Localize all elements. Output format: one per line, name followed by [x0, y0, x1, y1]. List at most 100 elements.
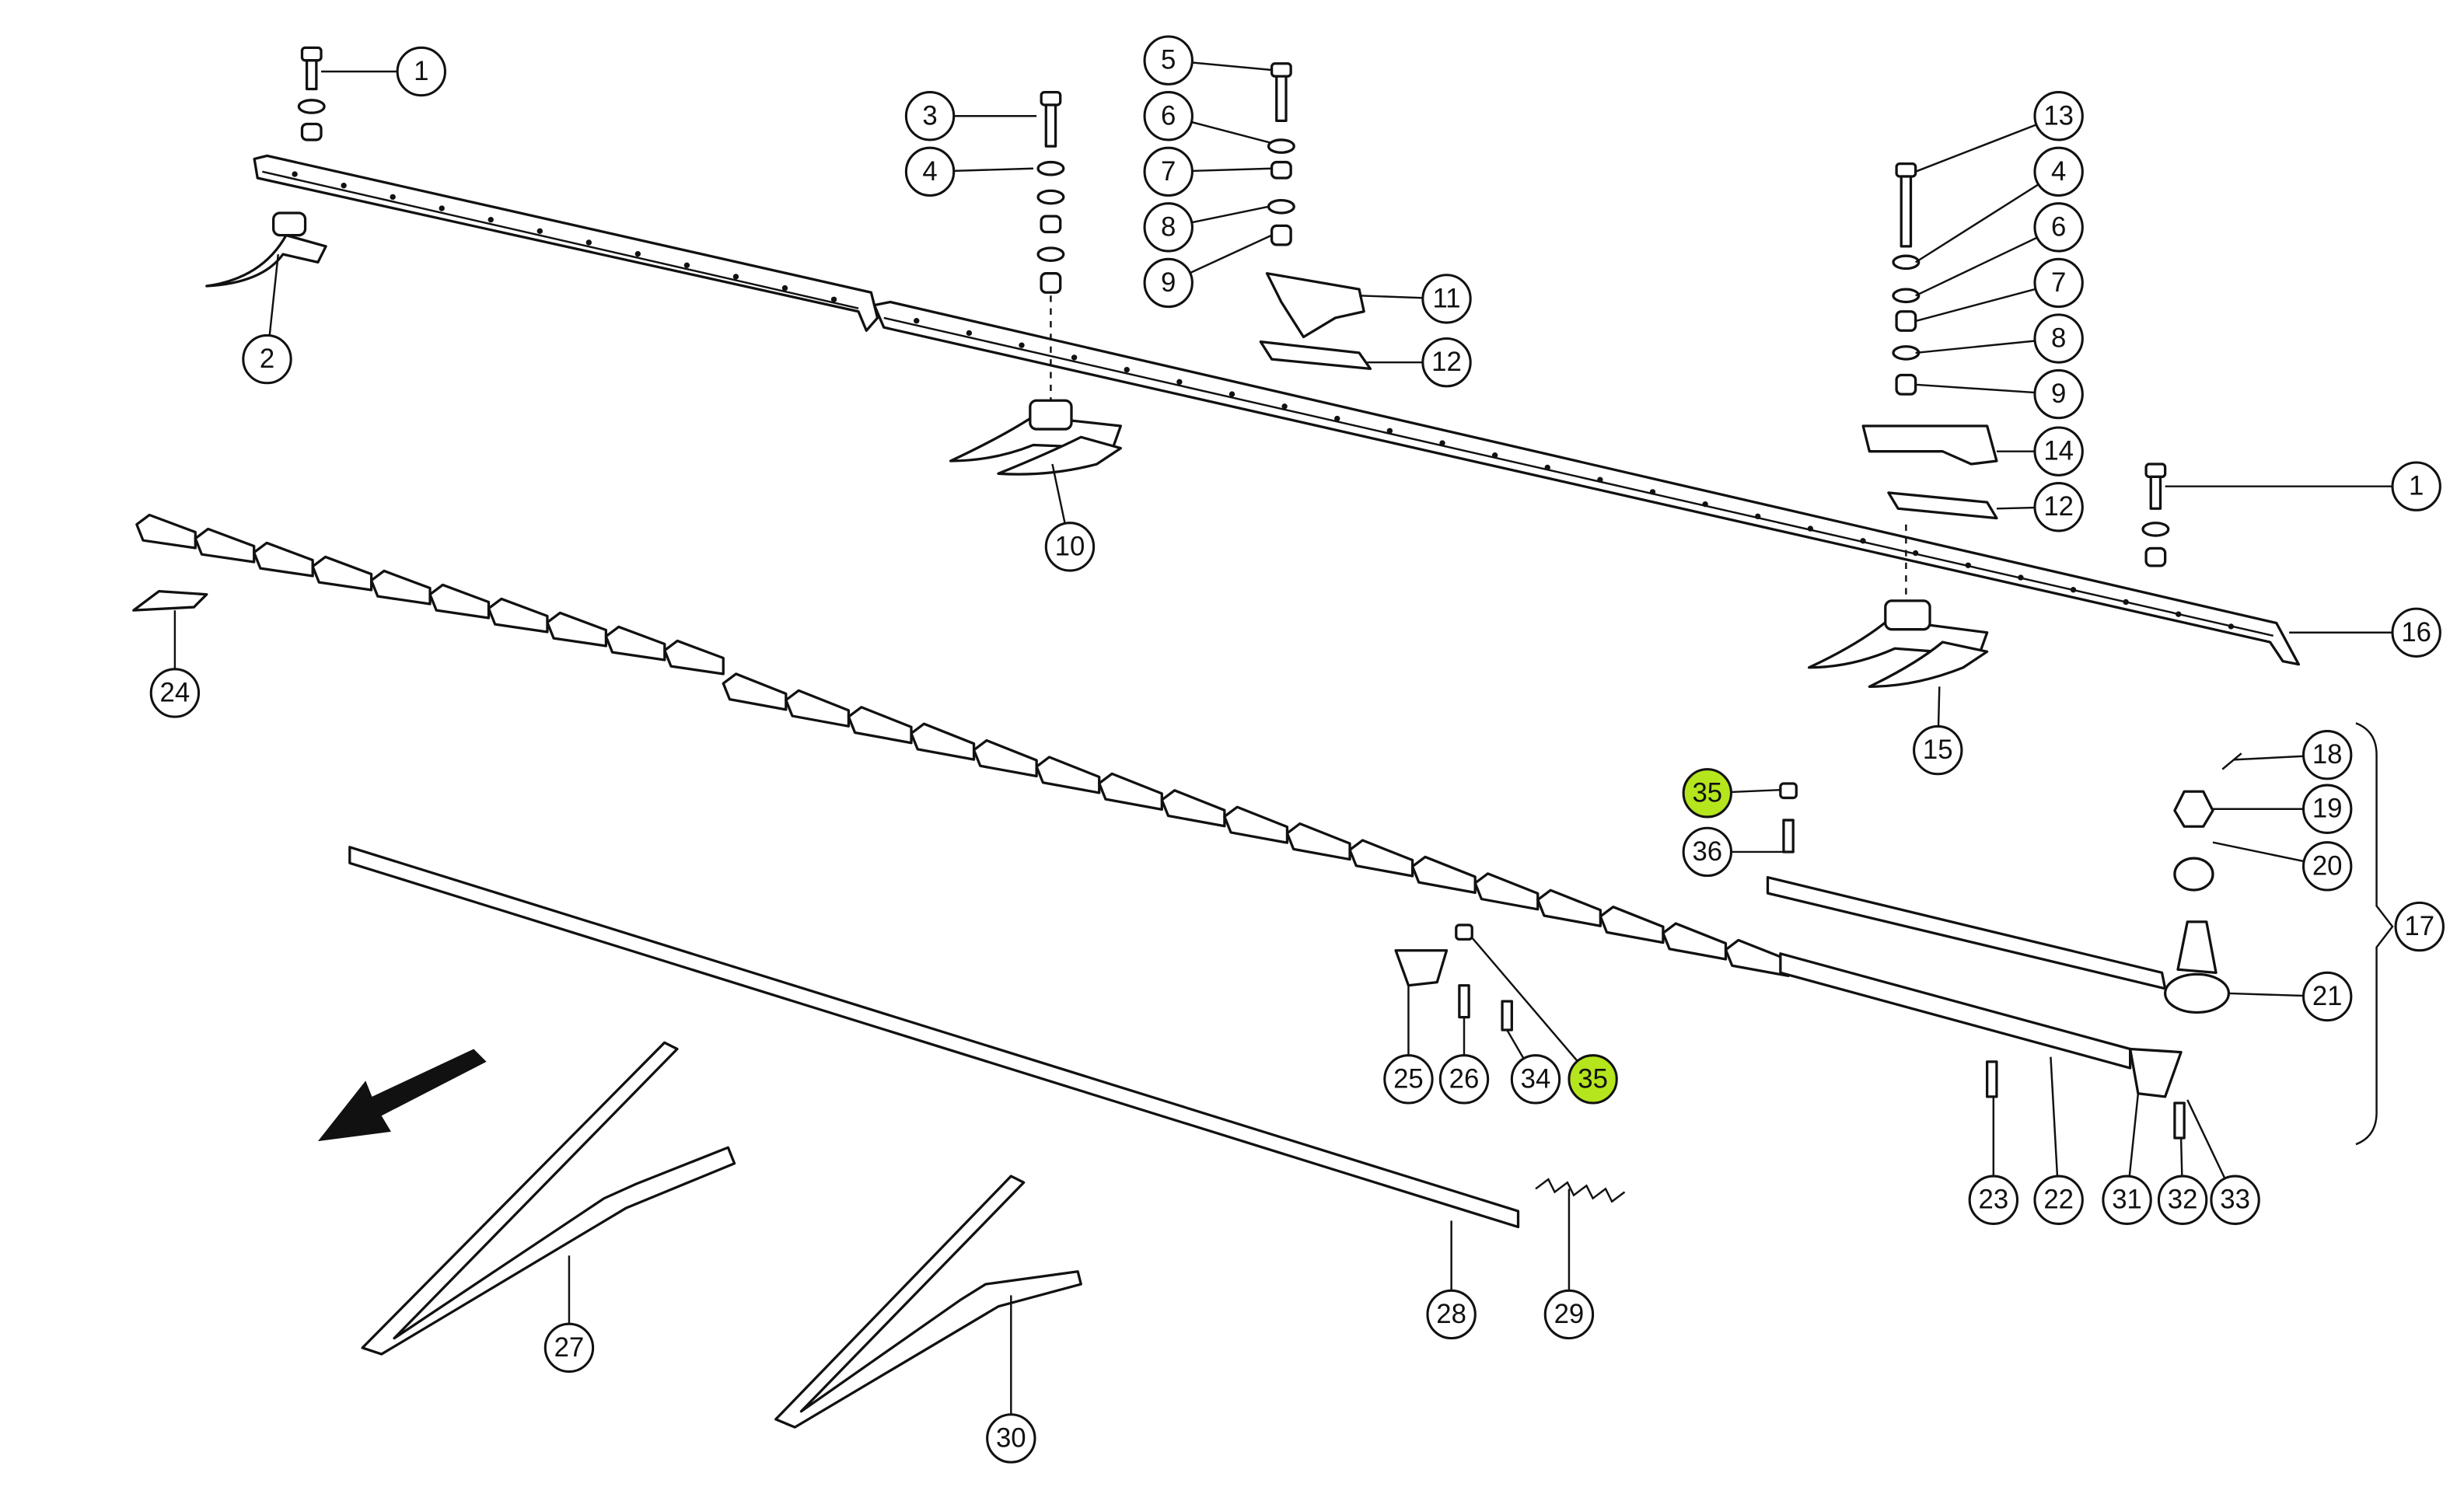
- hole: [1491, 452, 1498, 459]
- callout-label: 4: [922, 157, 937, 187]
- callout-3[interactable]: 3: [904, 91, 956, 141]
- callout-7[interactable]: 7: [2033, 257, 2084, 309]
- callout-label: 22: [2043, 1185, 2074, 1215]
- callout-7[interactable]: 7: [1143, 146, 1194, 197]
- callout-17[interactable]: 17: [2394, 901, 2445, 952]
- knife-section: [1223, 805, 1289, 844]
- callout-33[interactable]: 33: [2210, 1175, 2260, 1225]
- callout-21[interactable]: 21: [2301, 971, 2353, 1022]
- callout-24[interactable]: 24: [149, 668, 201, 718]
- hole: [1334, 415, 1340, 422]
- callout-36[interactable]: 36: [1682, 826, 1733, 878]
- callout-19[interactable]: 19: [2301, 784, 2353, 834]
- hole: [1071, 354, 1078, 361]
- callout-label: 7: [2051, 268, 2066, 298]
- callout-20[interactable]: 20: [2301, 841, 2353, 892]
- callout-9[interactable]: 9: [2033, 368, 2084, 420]
- callout-1[interactable]: 1: [396, 46, 446, 97]
- callout-label: 21: [2312, 982, 2343, 1011]
- callout-label: 1: [414, 57, 428, 86]
- callout-10[interactable]: 10: [1044, 522, 1096, 572]
- callout-label: 2: [260, 344, 274, 374]
- hole: [2123, 599, 2129, 606]
- callout-30[interactable]: 30: [986, 1413, 1036, 1464]
- callout-18[interactable]: 18: [2301, 730, 2353, 780]
- knife-section: [1473, 872, 1540, 911]
- callout-9[interactable]: 9: [1143, 257, 1194, 309]
- hole: [1124, 366, 1130, 373]
- callout-label: 18: [2312, 740, 2343, 770]
- guard-bar-right: [872, 300, 2301, 666]
- hole: [634, 250, 641, 257]
- knife-section: [604, 625, 666, 661]
- callout-label: 12: [2043, 492, 2074, 522]
- callout-27[interactable]: 27: [543, 1322, 595, 1374]
- callout-6[interactable]: 6: [1143, 91, 1194, 141]
- leader-line: [1471, 937, 1594, 1080]
- callout-29[interactable]: 29: [1543, 1289, 1595, 1340]
- callout-label: 8: [1161, 212, 1176, 242]
- knife-section: [253, 541, 314, 578]
- callout-31[interactable]: 31: [2102, 1175, 2152, 1225]
- callout-14[interactable]: 14: [2033, 426, 2084, 476]
- callout-label: 23: [1978, 1185, 2008, 1215]
- callout-5[interactable]: 5: [1143, 35, 1194, 86]
- callout-8[interactable]: 8: [2033, 313, 2084, 364]
- callout-15[interactable]: 15: [1913, 724, 1963, 776]
- hole: [1019, 342, 1025, 348]
- knife-section: [1599, 906, 1665, 944]
- callout-12[interactable]: 12: [2033, 482, 2084, 532]
- callout-label: 5: [1161, 46, 1176, 75]
- knife-section: [135, 513, 197, 550]
- callout-label: 10: [1055, 532, 1085, 561]
- knife-section: [1348, 839, 1414, 878]
- callout-35[interactable]: 35: [1682, 768, 1733, 819]
- callout-26[interactable]: 26: [1438, 1054, 1490, 1105]
- callout-32[interactable]: 32: [2157, 1175, 2208, 1225]
- callout-22[interactable]: 22: [2033, 1175, 2084, 1225]
- callout-label: 11: [1432, 284, 1460, 313]
- callout-25[interactable]: 25: [1383, 1054, 1434, 1105]
- callout-6[interactable]: 6: [2033, 202, 2084, 253]
- callout-13[interactable]: 13: [2033, 91, 2084, 141]
- hole: [732, 274, 739, 280]
- callout-11[interactable]: 11: [1421, 274, 1472, 324]
- knife-section: [785, 689, 851, 728]
- callout-23[interactable]: 23: [1968, 1175, 2019, 1225]
- callout-35[interactable]: 35: [1568, 1054, 1618, 1105]
- knife-section: [1285, 822, 1351, 861]
- knife-section: [194, 527, 256, 564]
- callout-label: 15: [1923, 735, 1953, 765]
- hole: [2018, 574, 2024, 581]
- callout-label: 17: [2404, 912, 2434, 941]
- callout-4[interactable]: 4: [2033, 146, 2084, 197]
- callout-label: 6: [2051, 212, 2066, 242]
- hole: [2176, 611, 2182, 617]
- rod-28: [348, 846, 1626, 1229]
- callout-label: 19: [2312, 794, 2343, 824]
- callout-2[interactable]: 2: [242, 333, 292, 385]
- leader-line: [1915, 115, 2060, 173]
- hole: [585, 239, 592, 246]
- callout-label: 33: [2220, 1185, 2250, 1215]
- hole: [830, 296, 837, 302]
- knife-section: [546, 611, 608, 648]
- callout-4[interactable]: 4: [904, 146, 956, 197]
- callout-12[interactable]: 12: [1421, 337, 1472, 388]
- callout-label: 9: [2051, 379, 2066, 409]
- callout-1[interactable]: 1: [2391, 461, 2441, 511]
- leader-line: [1914, 170, 2060, 264]
- callout-16[interactable]: 16: [2391, 607, 2441, 658]
- callout-label: 35: [1578, 1064, 1608, 1094]
- hole: [292, 171, 298, 177]
- callout-label: 25: [1393, 1064, 1424, 1094]
- callout-8[interactable]: 8: [1143, 202, 1194, 253]
- hole: [781, 284, 788, 291]
- callout-label: 24: [160, 678, 190, 707]
- callout-28[interactable]: 28: [1426, 1289, 1477, 1340]
- callout-label: 28: [1436, 1300, 1466, 1329]
- callout-34[interactable]: 34: [1510, 1054, 1561, 1105]
- callout-label: 27: [554, 1333, 585, 1363]
- hole: [488, 216, 494, 223]
